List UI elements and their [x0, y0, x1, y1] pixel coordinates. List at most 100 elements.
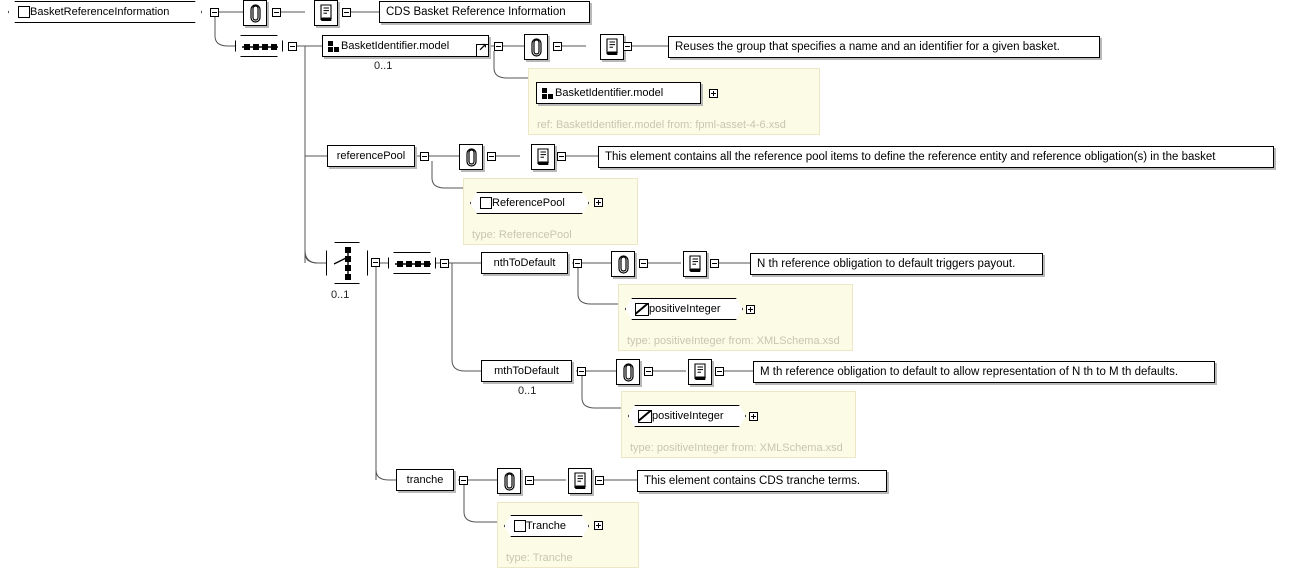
collapse-minus-icon-basketidentifier[interactable] [494, 42, 503, 51]
type-ref-text: type: ReferencePool [472, 229, 572, 241]
type-detail-label: ReferencePool [492, 197, 565, 209]
occurrence-choice: 0..1 [331, 289, 350, 301]
element-label: nthToDefault [493, 257, 556, 269]
paperclip-icon-nthtodefault[interactable] [611, 251, 635, 277]
scroll-glyph [688, 255, 701, 272]
collapse-minus-icon-tranche-doc[interactable] [595, 476, 604, 485]
element-label: referencePool [336, 150, 406, 162]
root-element-label: BasketReferenceInformation [30, 6, 170, 18]
collapse-minus-icon-nthtodefault-doc[interactable] [710, 259, 719, 268]
element-icon [18, 6, 30, 18]
type-detail-label: Tranche [526, 520, 566, 532]
collapse-minus-icon-referencepool[interactable] [420, 152, 429, 161]
collapse-minus-icon-tranche[interactable] [459, 476, 468, 485]
type-ref-text: type: Tranche [506, 552, 573, 564]
collapse-minus-icon-mthtodefault-doc[interactable] [715, 367, 724, 376]
sequence-icon-root[interactable] [235, 35, 283, 57]
occurrence-mthToDefault: 0..1 [518, 385, 537, 397]
scroll-icon-basketidentifier[interactable] [600, 34, 624, 60]
scroll-glyph [536, 148, 549, 165]
documentation-box-root: CDS Basket Reference Information [379, 1, 590, 23]
group-detail-label: BasketIdentifier.model [555, 87, 664, 99]
type-ref-text: type: positiveInteger from: XMLSchema.xs… [630, 442, 843, 454]
type-detail-positiveInteger-mth[interactable]: positiveInteger [628, 405, 746, 427]
group-ref-BasketIdentifier-model[interactable]: BasketIdentifier.model [322, 35, 489, 57]
collapse-minus-icon-referencepool-doc[interactable] [557, 152, 566, 161]
type-ref-text: type: positiveInteger from: XMLSchema.xs… [627, 335, 840, 347]
collapse-minus-icon-root-sequence[interactable] [288, 42, 297, 51]
collapse-minus-icon-choice[interactable] [371, 258, 380, 267]
scroll-glyph [573, 472, 586, 489]
scroll-icon-root[interactable] [314, 0, 338, 26]
choice-icon[interactable] [326, 242, 368, 284]
collapse-minus-icon-basketidentifier-anno[interactable] [553, 42, 562, 51]
collapse-minus-icon-nthtodefault-anno[interactable] [639, 259, 648, 268]
type-detail-positiveInteger-nth[interactable]: positiveInteger [625, 298, 743, 320]
documentation-box-tranche: This element contains CDS tranche terms. [637, 470, 887, 492]
sequence-glyph [395, 261, 431, 267]
type-ref-text: ref: BasketIdentifier.model from: fpml-a… [537, 119, 786, 131]
paperclip-glyph [465, 147, 477, 167]
documentation-text: M th reference obligation to default to … [760, 366, 1179, 378]
paperclip-icon-mthtodefault[interactable] [616, 359, 640, 385]
choice-glyph [333, 247, 351, 280]
collapse-minus-icon-root-anno[interactable] [272, 8, 281, 17]
collapse-minus-icon-basketidentifier-doc[interactable] [623, 42, 632, 51]
documentation-box-mthtodefault: M th reference obligation to default to … [753, 361, 1215, 383]
element-nthToDefault[interactable]: nthToDefault [481, 252, 568, 274]
scroll-icon-nthtodefault[interactable] [683, 251, 707, 277]
element-mthToDefault[interactable]: mthToDefault [481, 360, 572, 382]
documentation-text: Reuses the group that specifies a name a… [675, 41, 1060, 53]
element-tranche[interactable]: tranche [396, 469, 454, 491]
paperclip-glyph [503, 471, 515, 491]
sequence-glyph [242, 44, 278, 50]
collapse-minus-icon-root[interactable] [210, 8, 219, 17]
documentation-box-nthtodefault: N th reference obligation to default tri… [750, 253, 1043, 275]
paperclip-icon-basketidentifier[interactable] [524, 34, 548, 60]
collapse-minus-icon-inner-sequence[interactable] [440, 259, 449, 268]
expand-plus-icon-referencepool-detail[interactable] [594, 198, 603, 207]
paperclip-glyph [530, 37, 542, 57]
scroll-glyph [693, 363, 706, 380]
expand-plus-icon-mthtodefault-detail[interactable] [749, 412, 758, 421]
documentation-box-referencepool: This element contains all the reference … [598, 146, 1274, 168]
occurrence-BasketIdentifier-model: 0..1 [374, 60, 393, 72]
type-detail-label: positiveInteger [649, 303, 721, 315]
scroll-glyph [605, 38, 618, 55]
documentation-box-basketidentifier: Reuses the group that specifies a name a… [668, 36, 1100, 58]
paperclip-glyph [622, 362, 634, 382]
paperclip-glyph [617, 254, 629, 274]
paperclip-icon-tranche[interactable] [497, 468, 521, 494]
scroll-icon-referencepool[interactable] [531, 144, 555, 170]
documentation-text: This element contains CDS tranche terms. [644, 475, 861, 487]
group-detail-BasketIdentifier-model[interactable]: BasketIdentifier.model [536, 82, 701, 104]
element-icon [514, 520, 526, 532]
scroll-icon-tranche[interactable] [568, 468, 592, 494]
expand-plus-icon-nthtodefault-detail[interactable] [746, 305, 755, 314]
external-ref-arrow-icon[interactable] [476, 42, 489, 57]
scroll-icon-mthtodefault[interactable] [688, 359, 712, 385]
element-icon [480, 197, 492, 209]
group-icon [328, 40, 341, 52]
paperclip-icon-referencepool[interactable] [459, 144, 483, 170]
scroll-glyph [319, 4, 332, 21]
element-label: tranche [406, 474, 444, 486]
collapse-minus-icon-mthtodefault[interactable] [577, 367, 586, 376]
type-detail-Tranche[interactable]: Tranche [504, 515, 589, 537]
simple-type-icon [635, 303, 649, 316]
collapse-minus-icon-nthtodefault[interactable] [573, 259, 582, 268]
collapse-minus-icon-root-doc[interactable] [342, 8, 351, 17]
expand-plus-icon-basketidentifier-detail[interactable] [709, 89, 718, 98]
root-element-BasketReferenceInformation[interactable]: BasketReferenceInformation [8, 1, 202, 23]
type-detail-label: positiveInteger [652, 410, 724, 422]
collapse-minus-icon-mthtodefault-anno[interactable] [644, 367, 653, 376]
collapse-minus-icon-tranche-anno[interactable] [525, 476, 534, 485]
paperclip-icon-root[interactable] [243, 0, 267, 26]
group-ref-label: BasketIdentifier.model [341, 40, 450, 52]
collapse-minus-icon-referencepool-anno[interactable] [487, 152, 496, 161]
expand-plus-icon-tranche-detail[interactable] [594, 521, 603, 530]
type-detail-ReferencePool[interactable]: ReferencePool [470, 192, 589, 214]
element-referencePool[interactable]: referencePool [327, 145, 415, 167]
sequence-icon-inner[interactable] [388, 252, 436, 274]
